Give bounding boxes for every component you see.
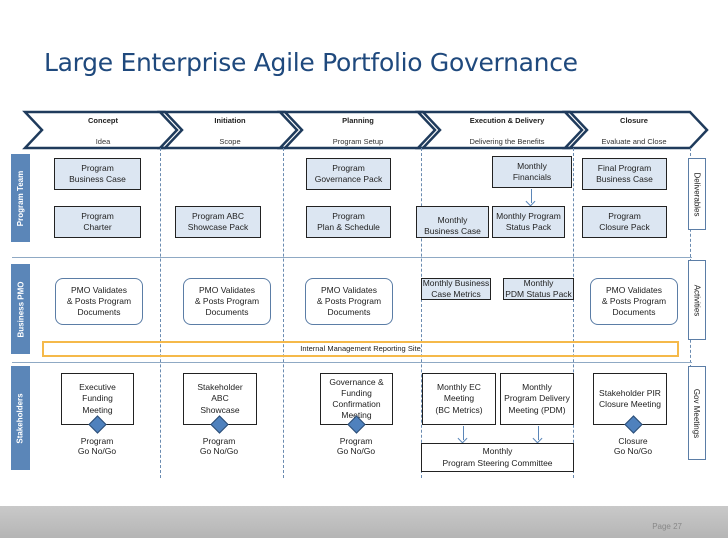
deliverable-monthly-financials: Monthly Financials (492, 156, 572, 188)
phase-divider (690, 148, 691, 368)
phase-closure: Closure (620, 116, 648, 125)
phase-planning-sub: Program Setup (332, 137, 384, 146)
deliverable-business-case: Program Business Case (54, 158, 141, 190)
footer-bar (0, 506, 728, 538)
arrow-down-icon (538, 426, 539, 440)
meeting-executive-funding: Executive Funding Meeting (61, 373, 134, 425)
phase-divider (421, 148, 422, 478)
gate-program-go: Program Go No/Go (77, 436, 117, 457)
lane-business-pmo: Business PMO (11, 264, 30, 354)
meeting-monthly-pdm: Monthly Program Delivery Meeting (PDM) (500, 373, 574, 425)
deliverable-monthly-status-pack: Monthly Program Status Pack (492, 206, 565, 238)
gate-program-go: Program Go No/Go (336, 436, 376, 457)
gate-closure-go: Closure Go No/Go (613, 436, 653, 457)
deliverable-plan-schedule: Program Plan & Schedule (306, 206, 391, 238)
activity-pdm-status: Monthly PDM Status Pack (503, 278, 574, 300)
activity-pmo-validates: PMO Validates & Posts Program Documents (55, 278, 143, 325)
activity-pmo-validates: PMO Validates & Posts Program Documents (305, 278, 393, 325)
meeting-monthly-ec: Monthly EC Meeting (BC Metrics) (422, 373, 496, 425)
deliverable-charter: Program Charter (54, 206, 141, 238)
arrow-down-icon (463, 426, 464, 440)
activity-pmo-validates: PMO Validates & Posts Program Documents (590, 278, 678, 325)
gate-program-go: Program Go No/Go (199, 436, 239, 457)
deliverable-final-business-case: Final Program Business Case (582, 158, 667, 190)
phase-closure-sub: Evaluate and Close (601, 137, 667, 146)
phase-divider (160, 148, 161, 478)
lane-program-team: Program Team (11, 154, 30, 242)
label-gov-meetings: Gov Meetings (688, 366, 706, 460)
activity-pmo-validates: PMO Validates & Posts Program Documents (183, 278, 271, 325)
meeting-governance-funding: Governance & Funding Confirmation Meetin… (320, 373, 393, 425)
phase-concept: Concept (88, 116, 118, 125)
meeting-steering-committee: Monthly Program Steering Committee (421, 443, 574, 472)
reporting-site-bar: Internal Management Reporting Site (42, 341, 679, 357)
phase-execution: Execution & Delivery (469, 116, 545, 125)
arrow-down-icon (531, 189, 532, 203)
page-number: Page 27 (652, 522, 682, 531)
lane-stakeholders: Stakeholders (11, 366, 30, 470)
deliverable-monthly-business-case: Monthly Business Case (416, 206, 489, 238)
lane-divider (12, 362, 692, 363)
label-activities: Activities (688, 260, 706, 340)
label-deliverables: Deliverables (688, 158, 706, 230)
phase-concept-sub: Idea (95, 137, 111, 146)
deliverable-showcase-pack: Program ABC Showcase Pack (175, 206, 261, 238)
phase-planning: Planning (342, 116, 374, 125)
phase-initiation: Initiation (214, 116, 246, 125)
phase-initiation-sub: Scope (219, 137, 241, 146)
deliverable-governance-pack: Program Governance Pack (306, 158, 391, 190)
phase-execution-sub: Delivering the Benefits (469, 137, 545, 146)
deliverable-closure-pack: Program Closure Pack (582, 206, 667, 238)
phase-divider (573, 148, 574, 478)
page-title: Large Enterprise Agile Portfolio Governa… (44, 48, 578, 77)
meeting-stakeholder-pir: Stakeholder PIR Closure Meeting (593, 373, 667, 425)
phase-divider (283, 148, 284, 478)
lane-divider (12, 257, 692, 258)
activity-bc-metrics: Monthly Business Case Metrics (421, 278, 491, 300)
